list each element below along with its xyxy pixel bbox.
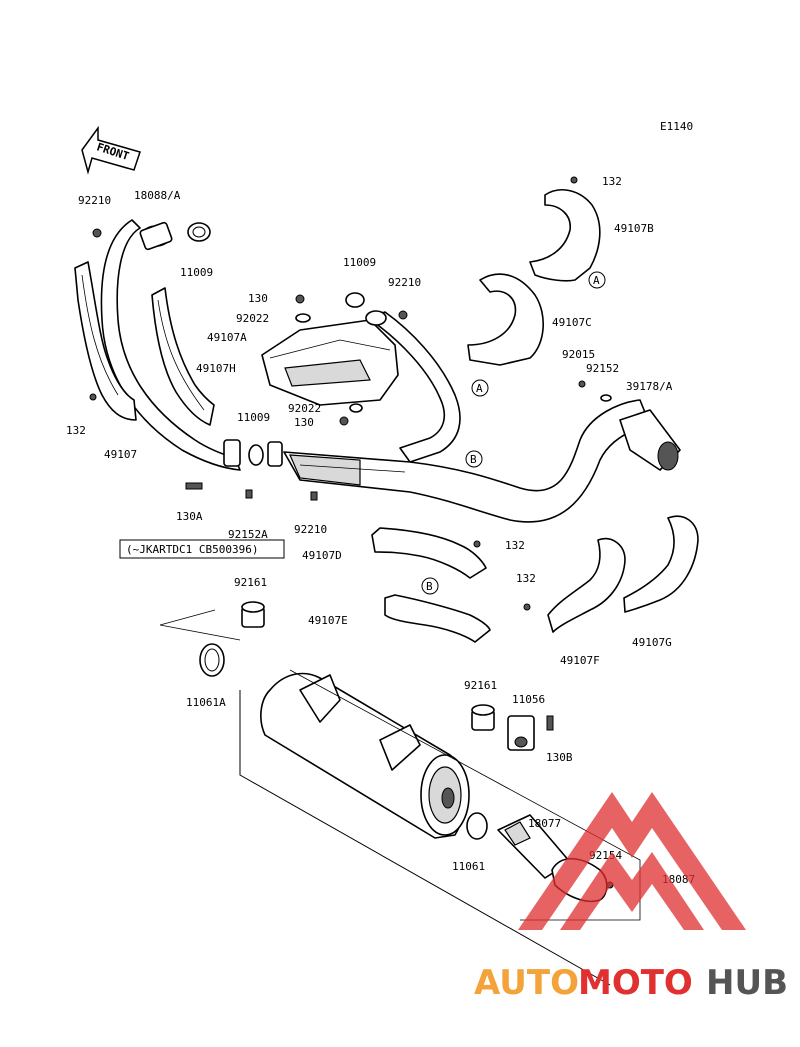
label-132-d: 132: [516, 572, 536, 585]
label-130b: 130B: [546, 751, 573, 764]
watermark-moto: MOTO: [578, 963, 693, 1003]
label-39178a: 39178/A: [626, 380, 673, 393]
label-49107c: 49107C: [552, 316, 592, 329]
front-arrow-icon: FRONT: [81, 125, 141, 175]
callouts: A A B B: [421, 271, 606, 595]
spacer-92161-a: [241, 601, 265, 628]
heat-shield-49107d: [371, 527, 487, 579]
bolt-130-b: [339, 416, 349, 426]
callout-b-1: B: [470, 453, 477, 466]
label-49107d: 49107D: [302, 549, 342, 562]
heat-shield-49107f: [547, 538, 626, 633]
label-92161-a: 92161: [234, 576, 267, 589]
heat-shield-49107a: [151, 287, 215, 426]
nut-92015: [578, 380, 586, 388]
gasket-11009-c: [248, 444, 264, 466]
label-11056: 11056: [512, 693, 545, 706]
heat-shield-49107b: [529, 189, 601, 282]
label-92210-b: 92210: [388, 276, 421, 289]
heat-shield-49107: [74, 261, 137, 421]
label-132-b: 132: [602, 175, 622, 188]
washer-92152: [600, 394, 612, 402]
nut-92210-a: [92, 228, 102, 238]
washer-92022-b: [349, 403, 363, 413]
callout-a-2: A: [476, 382, 483, 395]
connector-39178a: [619, 409, 681, 471]
heat-shield-49107h: [261, 319, 399, 406]
label-92152a: 92152A: [228, 528, 268, 541]
label-130-a: 130: [248, 292, 268, 305]
nut-92210-b: [398, 310, 408, 320]
label-49107e: 49107E: [308, 614, 348, 627]
label-11009-c: 11009: [237, 411, 270, 424]
label-92210-c: 92210: [294, 523, 327, 536]
label-18088a: 18088/A: [134, 189, 181, 202]
guide-line-a: [159, 609, 241, 641]
label-132-c: 132: [505, 539, 525, 552]
label-18077: 18077: [528, 817, 561, 830]
serial-note-box: [119, 539, 285, 559]
bolt-132-a: [89, 393, 97, 401]
label-49107h: 49107H: [196, 362, 236, 375]
heat-shield-49107e: [384, 594, 491, 643]
label-49107b: 49107B: [614, 222, 654, 235]
label-132-a: 132: [66, 424, 86, 437]
flange-plate-b: [267, 441, 283, 467]
automotohub-watermark-logo: [518, 792, 746, 930]
label-92022-a: 92022: [236, 312, 269, 325]
heat-shield-49107g: [623, 515, 699, 613]
label-49107f: 49107F: [560, 654, 600, 667]
watermark-hub: HUB: [706, 963, 788, 1003]
callout-b-2: B: [426, 580, 433, 593]
muffler-body: [239, 672, 611, 986]
rear-header-pipe: [365, 310, 461, 463]
label-92015: 92015: [562, 348, 595, 361]
diagram-code: E1140: [660, 120, 693, 133]
bolt-130b: [546, 715, 554, 731]
bracket-11056: [507, 715, 535, 751]
label-130a: 130A: [176, 510, 203, 523]
bolt-92210-c: [310, 491, 318, 501]
bolt-132-d: [523, 603, 531, 611]
spacer-92152a: [245, 489, 253, 499]
part-labels: 92210 18088/A 11009 49107A 132 49107 130…: [66, 175, 695, 886]
bolt-130-a: [295, 294, 305, 304]
spacer-92161-b: [471, 704, 495, 731]
label-49107a: 49107A: [207, 331, 247, 344]
gasket-11061: [466, 812, 488, 840]
label-49107g: 49107G: [632, 636, 672, 649]
bolt-130a: [185, 482, 203, 490]
label-92022-b: 92022: [288, 402, 321, 415]
flange-plate: [223, 439, 241, 467]
label-92161-b: 92161: [464, 679, 497, 692]
washer-92022-a: [295, 313, 311, 323]
bolt-132-c: [473, 540, 481, 548]
label-11009-a: 11009: [180, 266, 213, 279]
label-11009-b: 11009: [343, 256, 376, 269]
label-11061: 11061: [452, 860, 485, 873]
label-130-b: 130: [294, 416, 314, 429]
serial-note: (~JKARTDC1 CB500396): [126, 543, 258, 556]
automotohub-watermark-text: AUTO MOTO HUB: [474, 963, 788, 1003]
label-49107: 49107: [104, 448, 137, 461]
label-92152: 92152: [586, 362, 619, 375]
callout-a-1: A: [593, 274, 600, 287]
heat-shield-49107c: [467, 273, 545, 366]
front-header-pipe: [100, 219, 241, 471]
gasket-11009-b: [345, 292, 365, 308]
bolt-132-b: [570, 176, 578, 184]
label-92210-a: 92210: [78, 194, 111, 207]
label-11061a: 11061A: [186, 696, 226, 709]
watermark-auto: AUTO: [474, 963, 579, 1003]
